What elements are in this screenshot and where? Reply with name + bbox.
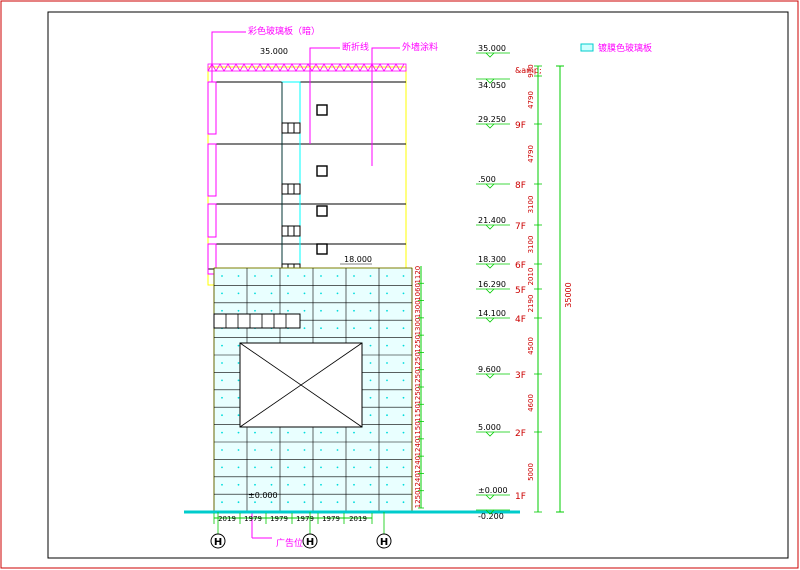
bottom-dim-label: 2019 (349, 515, 367, 523)
right-dim-label: 1250 (414, 352, 422, 370)
podium: 18.000 ±0.000 (213, 255, 413, 513)
elevation-value: 18.300 (478, 255, 506, 264)
roof-symbol: &amp; (515, 66, 542, 75)
floor-label: 4F (515, 315, 526, 325)
elevation-value: 16.290 (478, 280, 506, 289)
legend-label: 镀膜色玻璃板 (598, 42, 652, 54)
sheet-inner-border (47, 11, 789, 559)
grid-axis-label: H (306, 537, 314, 548)
floor-height-label: 3100 (527, 196, 535, 214)
elevation-value: 9.600 (478, 365, 501, 374)
curtain-wall-left (207, 81, 217, 275)
label-ground-level: ±0.000 (248, 491, 278, 500)
elevation-value: 35.000 (478, 44, 506, 53)
right-dim-label: 1250 (414, 369, 422, 387)
floor-label: 5F (515, 286, 526, 296)
right-dim-label: 1060 (414, 283, 422, 301)
total-height-dimension: 35000 (556, 65, 573, 513)
right-dim-label: 1300 (414, 318, 422, 336)
label-roof-level: 35.000 (260, 47, 288, 56)
elevation-value: 34.050 (478, 81, 506, 90)
right-dim-label: 1250 (414, 490, 422, 508)
elevation-value: ±0.000 (478, 486, 508, 495)
grid-axis-bubble (302, 533, 318, 549)
floor-height-label: 2190 (527, 295, 535, 313)
elevation-value: 14.100 (478, 309, 506, 318)
floor-label: 6F (515, 261, 526, 271)
right-dim-label: 1120 (414, 266, 422, 284)
label-exterior-coating: 外墙涂料 (402, 41, 438, 53)
floor-label: 2F (515, 429, 526, 439)
total-height-label: 35000 (564, 282, 573, 307)
floor-height-label: 4600 (527, 394, 535, 412)
grid-axis-bubble (210, 533, 226, 549)
floor-height-label: 3100 (527, 236, 535, 254)
right-dim-label: 1240 (414, 473, 422, 491)
windows (316, 104, 328, 255)
grid-axis-label: H (380, 537, 388, 548)
right-dim-label: 1250 (414, 387, 422, 405)
elevation-value: .500 (478, 175, 496, 184)
floor-height-label: 4500 (527, 337, 535, 355)
right-dim-label: 1240 (414, 456, 422, 474)
elevation-value: 5.000 (478, 423, 501, 432)
roof-parapet (207, 63, 407, 72)
right-dim-label: 1250 (414, 335, 422, 353)
bottom-dim-label: 2019 (218, 515, 236, 523)
floor-height-label: 970 (527, 64, 535, 77)
bottom-dim-label: 1979 (322, 515, 340, 523)
bottom-note: 广告位 (276, 537, 303, 549)
label-break-line: 断折线 (342, 41, 369, 53)
floor-height-label: 2010 (527, 268, 535, 286)
floor-label: 8F (515, 181, 526, 191)
bottom-dim-label: 1979 (244, 515, 262, 523)
bottom-dimensions: 2019 1979 1979 1979 1979 2019 (213, 513, 373, 524)
label-curtain-wall-dark: 彩色玻璃板（暗） (248, 25, 320, 37)
balcony-rails (281, 122, 301, 275)
floor-label: 9F (515, 121, 526, 131)
podium-right-dimensions: 1250124012401240115011501250125012501250… (414, 266, 424, 509)
elevation-markers: 35.000 34.050 29.250 9F .500 8F 21.400 7F 18.300… (476, 44, 526, 521)
floor-height-label: 5000 (527, 463, 535, 481)
label-podium-level: 18.000 (344, 255, 372, 264)
legend: 镀膜色玻璃板 (580, 42, 652, 54)
floor-label: 3F (515, 371, 526, 381)
right-dim-label: 1300 (414, 300, 422, 318)
bottom-dim-label: 1979 (296, 515, 314, 523)
right-dim-label: 1240 (414, 439, 422, 457)
floor-height-dimensions: 970 4790 4790 3100 3100 2010 2190 4500 4600 5000 (527, 64, 542, 513)
bottom-dim-label: 1979 (270, 515, 288, 523)
right-dim-label: 1150 (414, 421, 422, 439)
elevation-value: 21.400 (478, 216, 506, 225)
floor-label: 1F (515, 492, 526, 502)
floor-height-label: 4790 (527, 145, 535, 163)
elevation-value: -0.200 (478, 512, 504, 521)
grid-axis-label: H (214, 537, 222, 548)
right-dim-label: 1150 (414, 404, 422, 422)
floor-height-label: 4790 (527, 91, 535, 109)
elevation-value: 29.250 (478, 115, 506, 124)
grid-axis-bubble (376, 533, 392, 549)
legend-swatch (580, 43, 594, 52)
floor-label: 7F (515, 222, 526, 232)
